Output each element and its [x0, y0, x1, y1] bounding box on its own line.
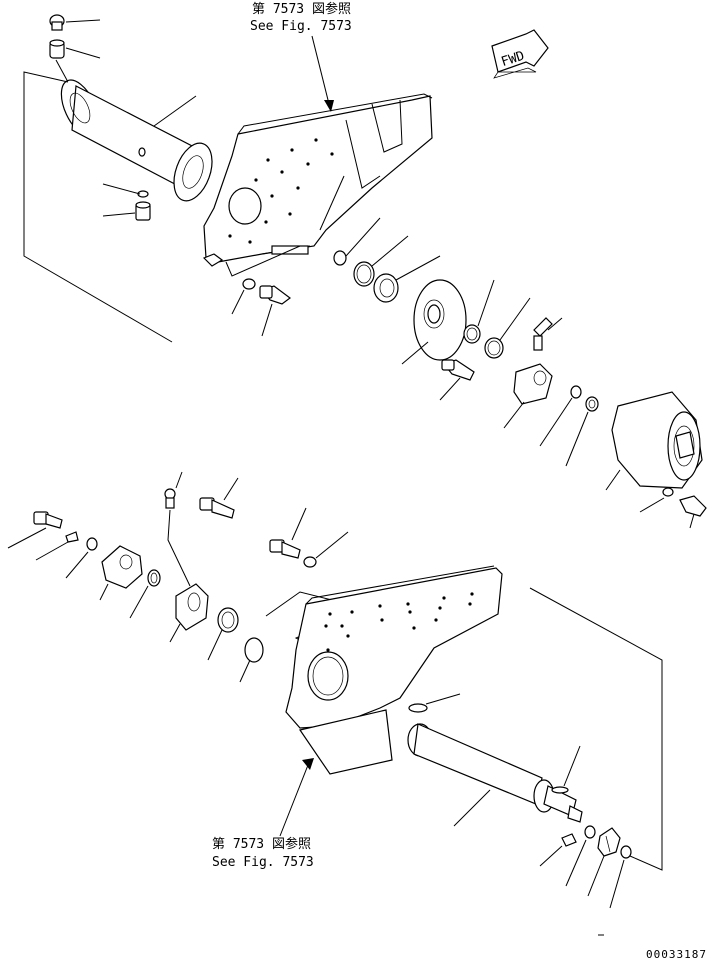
elbow-fitting-top: [533, 317, 563, 351]
grease-nipple-top: [49, 14, 101, 31]
shaft-bottom: [407, 723, 583, 827]
bolt-top-center-bottom: [199, 477, 239, 519]
top-assembly: 第 7573 図参照 See Fig. 7573 FWD: [23, 1, 707, 529]
snap-ring-bottom: [129, 569, 161, 619]
group-bracket-bottom-right: [529, 587, 663, 871]
grease-nipple-bottom: [164, 471, 191, 587]
bearing-block-top: [503, 363, 553, 429]
snap-rings-top: [539, 385, 599, 467]
fwd-label: FWD: [499, 49, 526, 71]
frame-bracket-line: [225, 245, 301, 277]
bottom-assembly: 第 7573 図参照 See Fig. 7573: [7, 471, 663, 936]
bolt-middle-top: [439, 359, 475, 401]
pin-left-bottom: [35, 531, 79, 561]
bottom-reference-arrowhead: [302, 758, 314, 770]
small-parts-left-top: [102, 147, 151, 221]
bottom-reference-jp: 第 7573 図参照: [212, 836, 311, 852]
top-reference-jp: 第 7573 図参照: [252, 1, 351, 17]
adapter-top: [49, 39, 101, 83]
frame-plate-bottom: [285, 565, 503, 775]
bearing-housing-bottom: [169, 583, 209, 643]
shaft-tube-top: [60, 79, 213, 202]
end-parts-bottom: [539, 825, 632, 909]
bolt-washer-right-top: [639, 487, 707, 529]
top-reference-arrowhead: [324, 100, 334, 112]
frame-holes-bottom: [324, 592, 474, 652]
bottom-reference-en: See Fig. 7573: [212, 855, 314, 870]
seal-rings-top: [463, 279, 531, 359]
key-bottom: [408, 693, 461, 713]
bolt-washer-bottom: [269, 507, 349, 568]
bolt-washer-top: [231, 278, 291, 337]
bottom-reference-leader: [279, 759, 311, 837]
key-right-bottom: [551, 745, 581, 794]
frame-plate-top: [202, 93, 433, 267]
ring-left-bottom: [65, 537, 98, 579]
seal-chain-top: [333, 217, 441, 303]
bolt-left-bottom: [7, 511, 63, 549]
frame-holes-top: [228, 138, 334, 244]
pulley-drum-top: [605, 391, 703, 491]
bearing-block-bottom: [99, 545, 143, 601]
oring-bottom: [239, 637, 264, 683]
top-reference-leader: [311, 35, 331, 109]
disc-housing-top: [401, 279, 467, 365]
drawing-number: 00033187: [646, 948, 707, 961]
seal-ring-bottom: [207, 607, 239, 661]
group-bracket-left-top: [23, 71, 173, 343]
top-reference-en: See Fig. 7573: [250, 19, 352, 34]
fwd-arrow-icon: FWD: [491, 29, 549, 79]
